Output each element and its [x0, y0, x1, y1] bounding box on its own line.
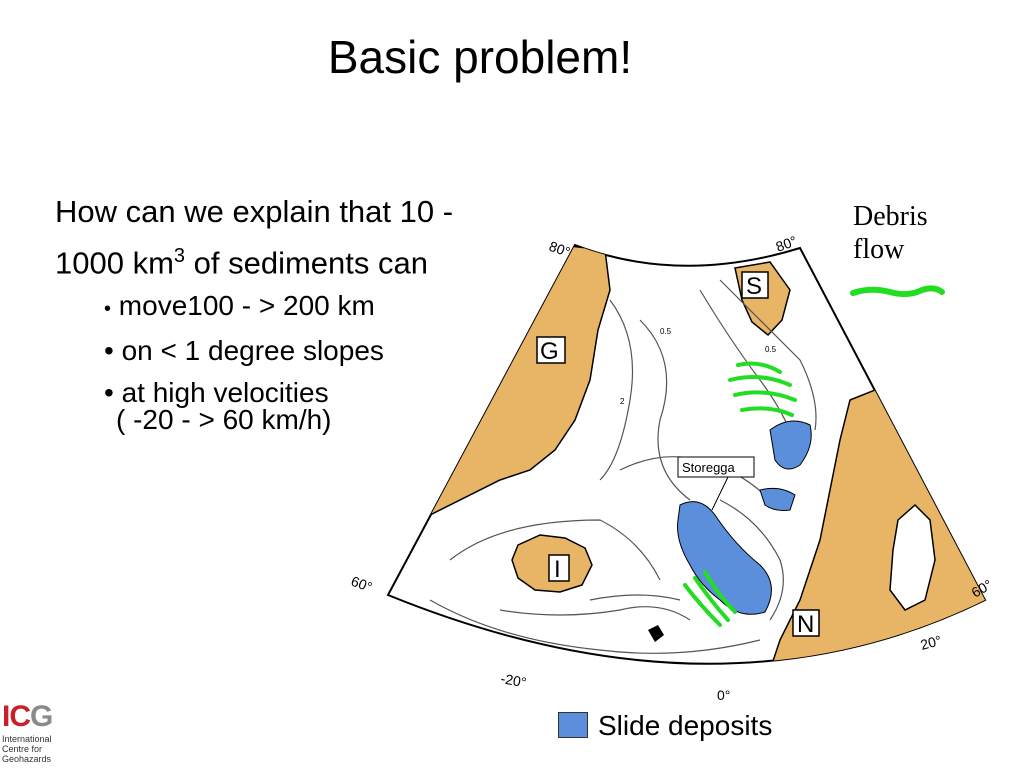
debris-flow-swatch: [850, 285, 945, 298]
debris-label-line2: flow: [853, 234, 905, 265]
bullet-text: move100 - > 200 km: [118, 290, 375, 321]
storegga-arrow: [711, 476, 729, 511]
debris-flow-label: Debris flow: [853, 200, 928, 266]
storegga-label: Storegga: [682, 460, 736, 475]
slide-deposits-label: Slide deposits: [598, 710, 773, 741]
contour-label: 2: [620, 397, 625, 406]
lon-label-0: 0°: [717, 687, 730, 703]
lon-label-20: 20°: [919, 632, 944, 653]
norway-label: N: [797, 611, 814, 638]
bullet-dot: •: [104, 377, 114, 408]
lat-label-80-right: 80°: [774, 233, 799, 255]
cubed-superscript: 3: [173, 245, 186, 267]
slide-deposit-north: [769, 420, 812, 470]
logo-subtitle: International Centre for Geohazards: [2, 734, 52, 764]
norway-label-box: [792, 609, 820, 637]
logo-g: G: [30, 700, 53, 733]
bullet-list: • move100 - > 200 km • on < 1 degree slo…: [104, 285, 384, 414]
iceland-label-box: [548, 554, 570, 582]
lon-label-minus20: -20°: [499, 670, 527, 690]
intro-text: How can we explain that 10 - 1000 km3 of…: [55, 190, 453, 285]
greenland-label-box: [536, 336, 566, 364]
debris-flows: [683, 361, 797, 627]
logo-ic: IC: [2, 700, 31, 733]
svalbard-label-box: [741, 271, 769, 299]
faroe-islands: [648, 625, 664, 642]
icg-logo: ICG International Centre for Geohazards: [2, 700, 102, 768]
intro-sediments: of sediments can: [185, 245, 428, 281]
storegga-slide-deposit: [677, 501, 772, 615]
bullet-item: • on < 1 degree slopes: [104, 330, 384, 372]
logo-line3: Geohazards: [2, 754, 52, 764]
svalbard-label: S: [746, 273, 762, 300]
slide-deposits-swatch: [558, 712, 588, 738]
bathymetry-contours: [429, 279, 817, 654]
slide-deposit-mid: [759, 487, 796, 511]
logo-line2: Centre for: [2, 744, 43, 754]
velocity-range: ( -20 - > 60 km/h): [116, 404, 332, 435]
bullet-item: • at high velocities: [104, 372, 384, 414]
bullet-dot: •: [104, 335, 114, 366]
bullet-item: • move100 - > 200 km: [104, 285, 384, 330]
lat-label-60-left: 60°: [349, 573, 374, 595]
contour-label: 0.5: [765, 345, 777, 354]
lat-label-80-left: 80°: [547, 238, 572, 260]
contour-label: 0.5: [660, 327, 672, 336]
slide-title: Basic problem!: [327, 31, 633, 83]
bullet-dot: •: [104, 298, 112, 320]
north-atlantic-map: S G I N Storegga 0.5 0.5 2 80° 80° 60° 6…: [349, 233, 995, 703]
intro-line-1: How can we explain that 10 -: [55, 194, 454, 229]
bullet-text: at high velocities: [121, 377, 329, 408]
storegga-label-box: [677, 456, 755, 478]
logo-line1: International: [2, 734, 52, 744]
debris-label-line1: Debris: [853, 201, 928, 232]
intro-volume: 1000 km: [55, 245, 174, 281]
baltic-sea: [889, 503, 936, 611]
icg-logo-mark: ICG: [2, 700, 53, 734]
intro-line-2: 1000 km3 of sediments can: [55, 234, 453, 285]
iceland-label: I: [554, 556, 561, 583]
greenland-label: G: [540, 338, 559, 365]
bullet-text: on < 1 degree slopes: [121, 335, 384, 366]
